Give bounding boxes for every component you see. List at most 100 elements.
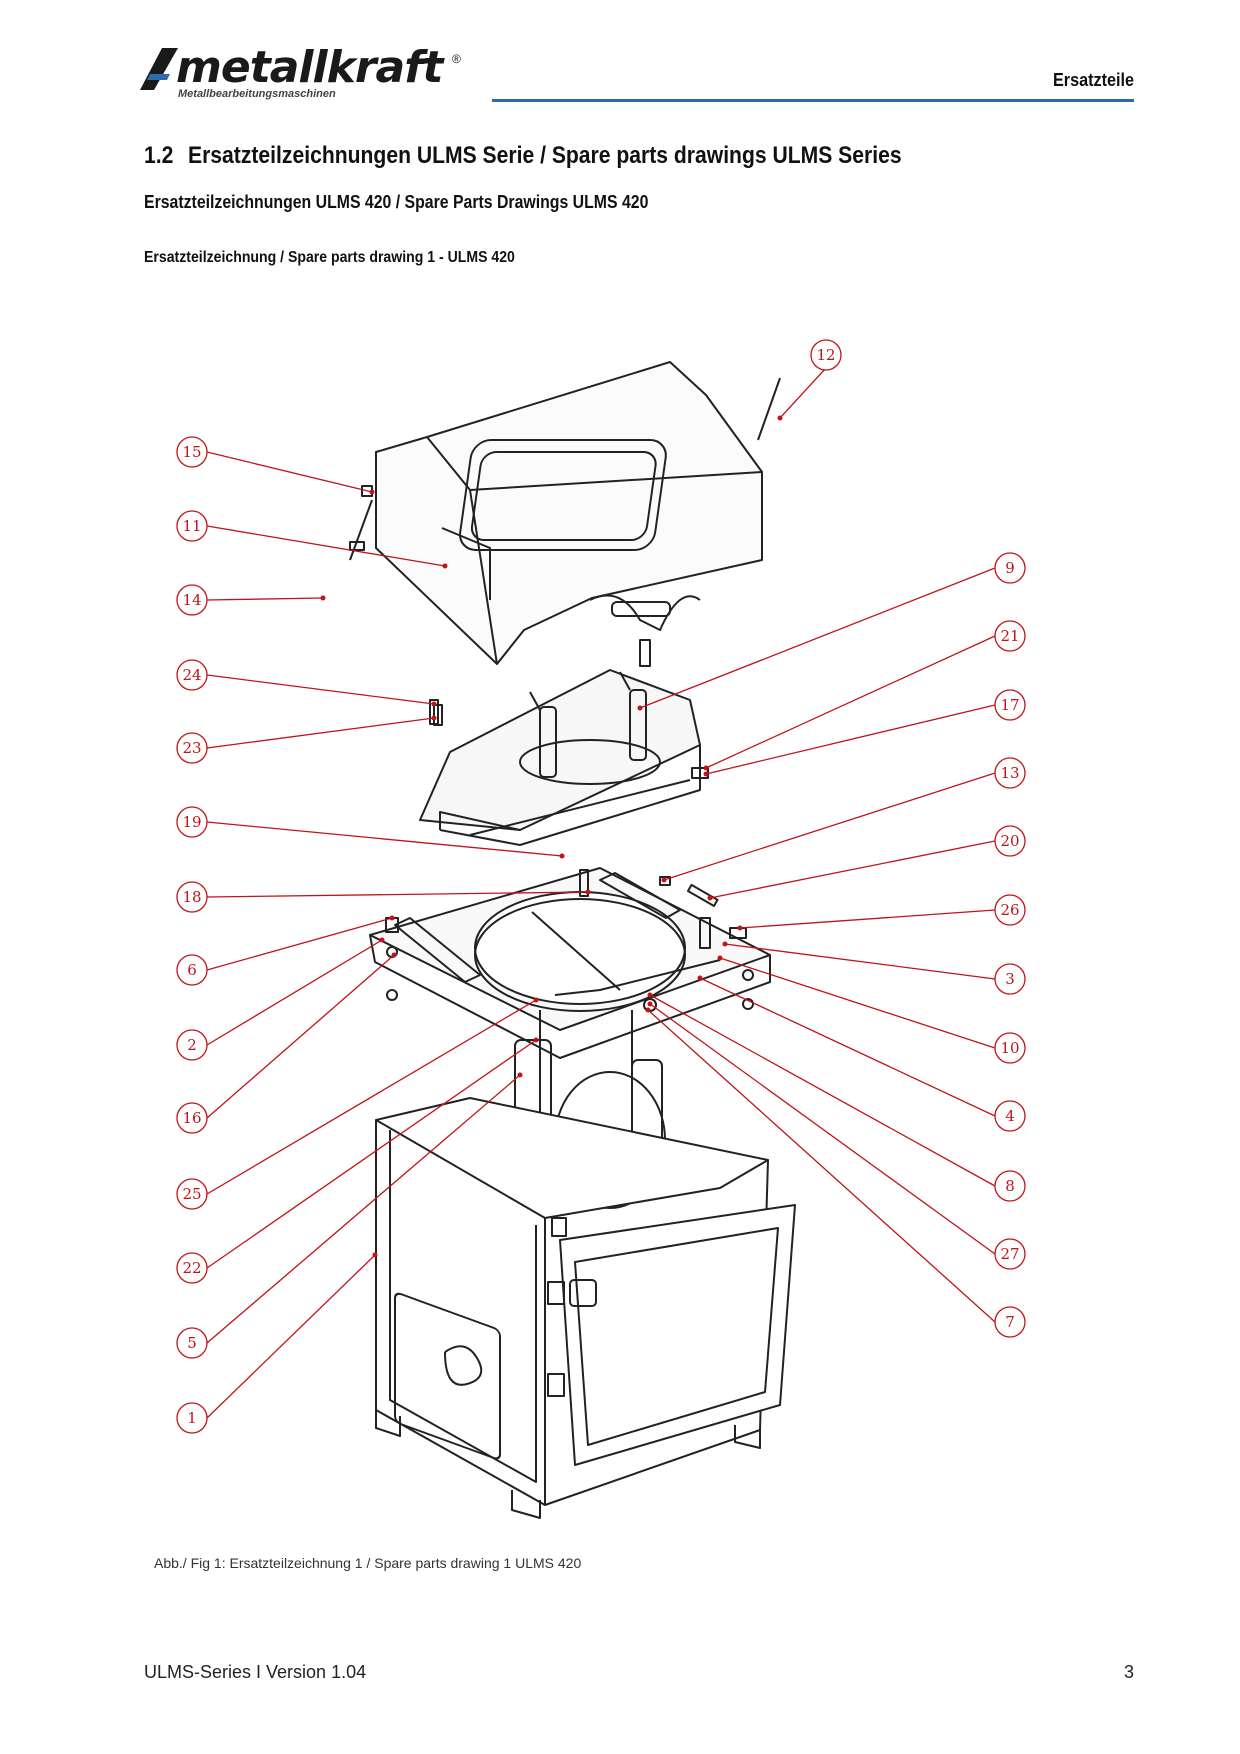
callout-circle: [994, 894, 1026, 926]
leader-arrowhead: [379, 937, 385, 943]
callout-5: 5: [176, 1327, 208, 1359]
callout-13: 13: [994, 757, 1026, 789]
callout-circle: [994, 689, 1026, 721]
callout-circle: [176, 732, 208, 764]
callout-11: 11: [176, 510, 208, 542]
leader-line: [724, 943, 996, 980]
leader-arrowhead: [645, 1007, 651, 1013]
callout-circle: [176, 1402, 208, 1434]
leader-line: [206, 674, 435, 705]
leader-arrowhead: [737, 925, 743, 931]
callout-1: 1: [176, 1402, 208, 1434]
leader-line: [647, 1009, 996, 1323]
callout-circle: [994, 620, 1026, 652]
leader-line: [206, 821, 563, 857]
leader-line: [206, 917, 393, 971]
leader-arrowhead: [777, 415, 783, 421]
callout-number: 20: [1000, 832, 1019, 850]
callout-circle: [176, 1178, 208, 1210]
callout-circle: [994, 963, 1026, 995]
callout-circle: [176, 510, 208, 542]
footer-version: ULMS-Series I Version 1.04: [144, 1662, 367, 1682]
callout-number: 4: [1005, 1107, 1015, 1125]
leader-arrowhead: [647, 992, 653, 998]
callout-circle: [176, 1029, 208, 1061]
callout-9: 9: [994, 552, 1026, 584]
callout-22: 22: [176, 1252, 208, 1284]
callout-4: 4: [994, 1100, 1026, 1132]
leader-arrowhead: [697, 975, 703, 981]
callout-3: 3: [994, 963, 1026, 995]
leader-arrowhead: [647, 1001, 653, 1007]
callout-number: 10: [1000, 1039, 1019, 1057]
callout-circle: [810, 339, 842, 371]
logo-mark-icon: [140, 48, 178, 90]
leader-arrowhead: [431, 715, 437, 721]
leader-arrowhead: [703, 765, 709, 771]
leader-line: [719, 957, 996, 1049]
callout-number: 24: [182, 666, 201, 684]
callout-number: 7: [1005, 1313, 1015, 1331]
callout-8: 8: [994, 1170, 1026, 1202]
callout-number: 15: [182, 443, 201, 461]
callout-15: 15: [176, 436, 208, 468]
leader-arrowhead: [533, 1037, 539, 1043]
callout-circle: [176, 659, 208, 691]
leader-line: [779, 367, 827, 419]
callout-23: 23: [176, 732, 208, 764]
callout-number: 8: [1005, 1177, 1015, 1195]
callout-number: 2: [187, 1036, 197, 1054]
callout-number: 12: [816, 346, 835, 364]
callout-circle: [994, 757, 1026, 789]
callout-number: 23: [182, 739, 201, 757]
section-heading-text: Ersatzteilzeichnungen ULMS Serie / Spare…: [188, 142, 902, 169]
registered-mark: ®: [452, 52, 461, 66]
callout-12: 12: [810, 339, 842, 371]
callout-circle: [994, 1306, 1026, 1338]
section-number: 1.2: [144, 142, 174, 169]
leader-arrowhead: [722, 941, 728, 947]
callout-10: 10: [994, 1032, 1026, 1064]
page-number: 3: [1123, 1662, 1134, 1682]
callout-19: 19: [176, 806, 208, 838]
callout-circle: [176, 954, 208, 986]
leader-line: [663, 772, 996, 881]
callout-number: 13: [1000, 764, 1019, 782]
leader-line: [699, 977, 996, 1117]
callout-number: 14: [182, 591, 201, 609]
leader-arrowhead: [389, 915, 395, 921]
callout-number: 21: [1000, 627, 1019, 645]
callout-27: 27: [994, 1238, 1026, 1270]
leader-arrowhead: [391, 952, 397, 958]
section-heading: 1.2 Ersatzteilzeichnungen ULMS Serie / Sp…: [144, 142, 902, 170]
leader-line: [206, 717, 435, 749]
leader-arrowhead: [637, 705, 643, 711]
logo-tagline: Metallbearbeitungsmaschinen: [178, 88, 336, 100]
drawing-title: Ersatzteilzeichnung / Spare parts drawin…: [144, 249, 515, 266]
callout-number: 18: [182, 888, 201, 906]
callout-26: 26: [994, 894, 1026, 926]
callout-number: 26: [1000, 901, 1019, 919]
leader-line: [206, 1039, 537, 1269]
leader-line: [649, 1003, 996, 1255]
leader-arrowhead: [442, 563, 448, 569]
callout-circle: [994, 1170, 1026, 1202]
callout-circle: [994, 825, 1026, 857]
base-cabinet: [375, 1097, 796, 1519]
callout-circle: [176, 881, 208, 913]
figure-caption: Abb./ Fig 1: Ersatzteilzeichnung 1 / Spa…: [154, 1555, 582, 1571]
leader-arrowhead: [431, 701, 437, 707]
leader-arrowhead: [533, 997, 539, 1003]
callout-number: 25: [182, 1185, 201, 1203]
leader-line: [206, 954, 395, 1119]
leader-line: [206, 597, 324, 601]
leader-line: [206, 999, 537, 1195]
callout-21: 21: [994, 620, 1026, 652]
leader-line: [206, 1074, 521, 1344]
machine-illustration: [349, 361, 796, 1519]
callout-circle: [994, 1238, 1026, 1270]
logo-wordmark: metallkraft: [176, 42, 443, 93]
callout-circle: [994, 552, 1026, 584]
callout-14: 14: [176, 584, 208, 616]
